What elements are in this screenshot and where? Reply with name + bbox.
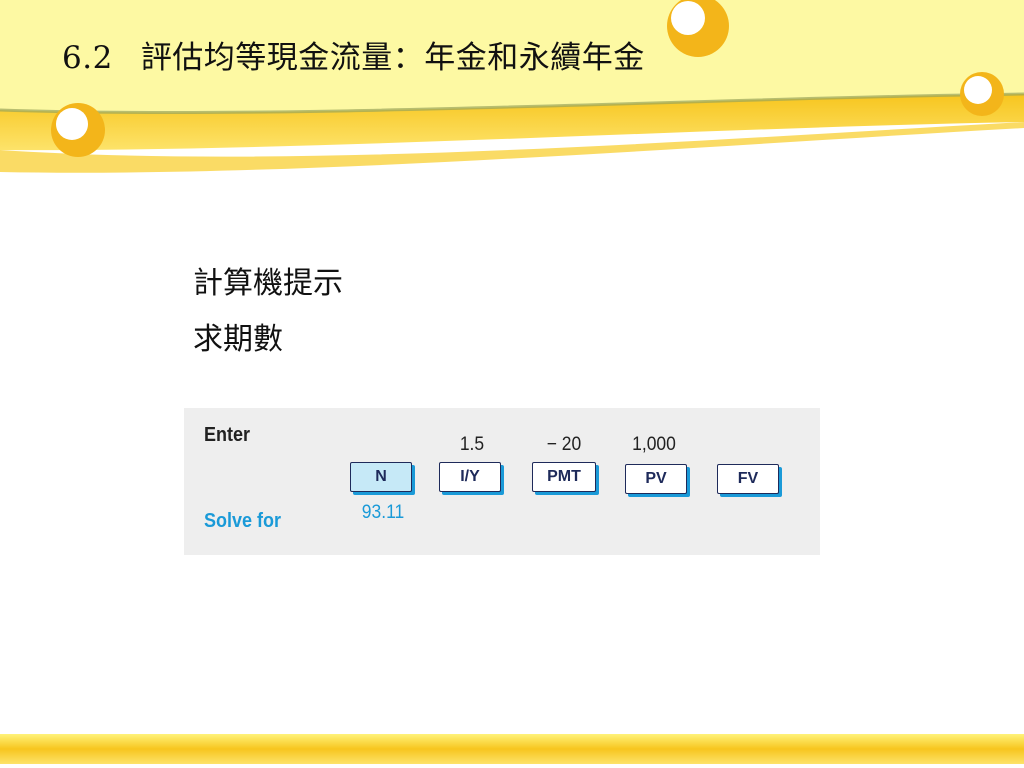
pv-key[interactable]: PV xyxy=(625,464,687,494)
decorative-circle xyxy=(51,103,105,157)
footer-decoration xyxy=(0,734,1024,764)
pmt-key-label: PMT xyxy=(547,468,581,485)
header-decoration xyxy=(0,0,1024,190)
body-subheading: 求期數 xyxy=(193,322,283,357)
slide-body: 計算機提示 求期數 xyxy=(193,256,343,368)
pmt-entered-value: − 20 xyxy=(546,434,582,455)
iy-key-label: I/Y xyxy=(460,468,480,485)
solve-for-label: Solve for xyxy=(204,510,282,532)
calculator-panel: Enter Solve for 1.5 − 20 1,000 N I/Y PMT… xyxy=(184,408,820,555)
pmt-key[interactable]: PMT xyxy=(532,462,596,492)
section-title: 評估均等現金流量：年金和永續年金 xyxy=(140,40,645,76)
n-result-value: 93.11 xyxy=(361,502,405,523)
decorative-circle xyxy=(960,72,1004,116)
pv-key-label: PV xyxy=(645,470,667,487)
iy-entered-value: 1.5 xyxy=(459,434,485,455)
iy-key[interactable]: I/Y xyxy=(439,462,501,492)
section-number: 6.2 xyxy=(62,40,113,76)
fv-key-label: FV xyxy=(737,470,759,487)
decorative-circle xyxy=(667,0,729,57)
n-key-label: N xyxy=(375,468,387,485)
enter-label: Enter xyxy=(204,424,251,446)
slide-title: 6.2 評估均等現金流量：年金和永續年金 xyxy=(62,32,645,77)
n-key[interactable]: N xyxy=(350,462,412,492)
fv-key[interactable]: FV xyxy=(717,464,779,494)
body-heading: 計算機提示 xyxy=(193,266,343,301)
pv-entered-value: 1,000 xyxy=(632,434,676,455)
